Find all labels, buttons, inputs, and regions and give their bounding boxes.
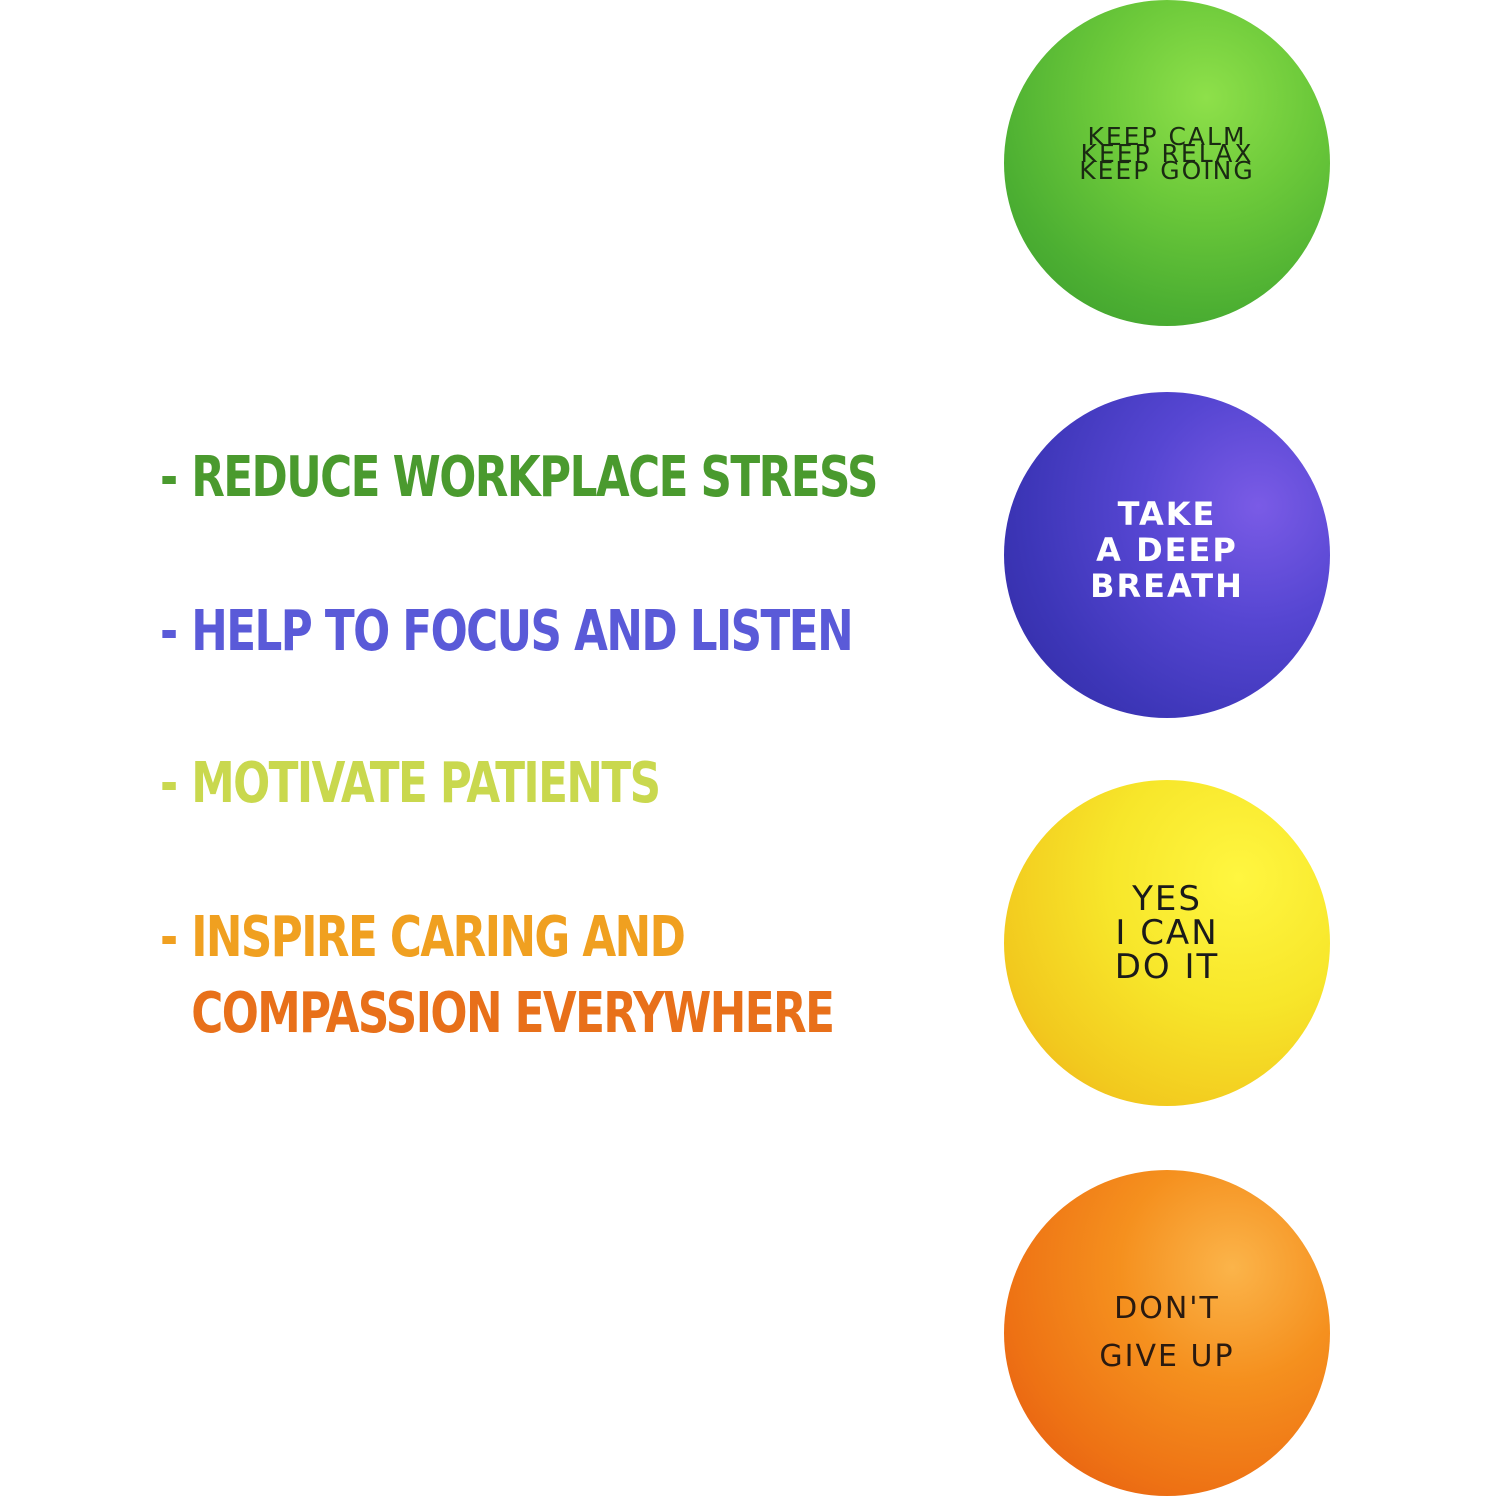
feature-dash: - <box>160 751 178 816</box>
feature-line: HELP TO FOCUS AND LISTEN <box>191 599 853 664</box>
feature-line: MOTIVATE PATIENTS <box>191 751 661 816</box>
feature-motivate-patients: - MOTIVATE PATIENTS <box>160 746 661 822</box>
feature-focus-listen: - HELP TO FOCUS AND LISTEN <box>160 594 854 670</box>
feature-text: INSPIRE CARING AND COMPASSION EVERYWHERE <box>191 900 835 1052</box>
ball-message-line: BREATH <box>1090 567 1244 605</box>
feature-inspire-caring: - INSPIRE CARING AND COMPASSION EVERYWHE… <box>160 900 835 1052</box>
feature-text: MOTIVATE PATIENTS <box>191 746 661 822</box>
feature-text: REDUCE WORKPLACE STRESS <box>191 440 878 516</box>
stress-ball-yellow: YES I CAN DO IT <box>1004 780 1330 1106</box>
ball-message-line: KEEP RELAX <box>1080 138 1254 168</box>
feature-line-2: COMPASSION EVERYWHERE <box>191 981 835 1046</box>
ball-message-line: KEEP GOING <box>1079 155 1255 185</box>
feature-line: REDUCE WORKPLACE STRESS <box>191 445 878 510</box>
ball-message-line: DON'T <box>1114 1291 1220 1326</box>
feature-dash: - <box>160 905 178 970</box>
stress-ball-blue: TAKE A DEEP BREATH <box>1004 392 1330 718</box>
ball-message-line: A DEEP <box>1096 531 1238 569</box>
ball-message-line: DO IT <box>1114 947 1220 987</box>
feature-dash: - <box>160 599 178 664</box>
feature-dash: - <box>160 445 178 510</box>
stress-ball-green: KEEP CALM KEEP RELAX KEEP GOING <box>1004 0 1330 326</box>
ball-message-line: YES <box>1132 879 1202 919</box>
ball-message-line: I CAN <box>1115 913 1219 953</box>
feature-text: HELP TO FOCUS AND LISTEN <box>191 594 853 670</box>
feature-line-1: INSPIRE CARING AND <box>191 905 686 970</box>
ball-message-line: GIVE UP <box>1099 1339 1235 1374</box>
ball-message-line: TAKE <box>1117 495 1217 533</box>
ball-message-line: KEEP CALM <box>1087 121 1247 151</box>
feature-reduce-stress: - REDUCE WORKPLACE STRESS <box>160 440 878 516</box>
stress-ball-orange: DON'T GIVE UP <box>1004 1170 1330 1496</box>
